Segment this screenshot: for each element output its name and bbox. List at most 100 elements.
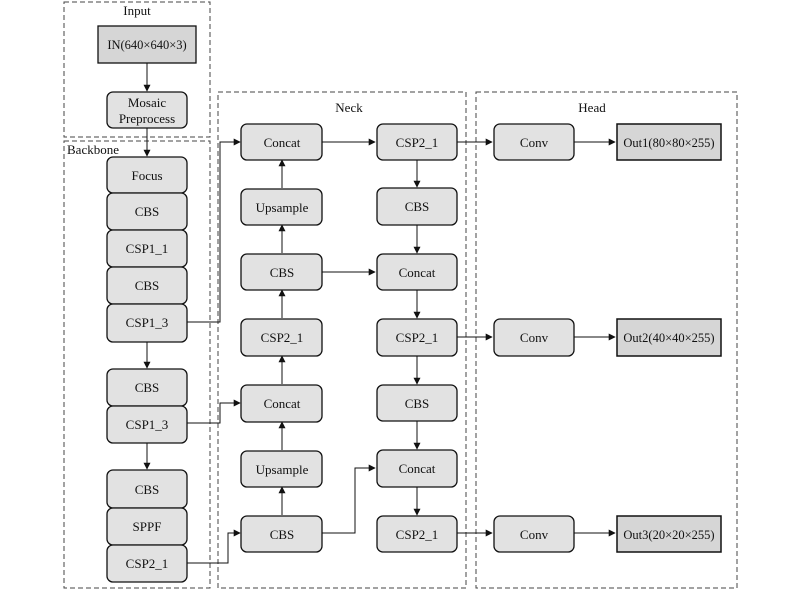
neck-csp2-1-a-box [240, 318, 323, 357]
head-conv-1-label: Conv [520, 135, 549, 150]
neck-upsample-1-label: Upsample [256, 200, 309, 215]
neck-cbs-2-box [240, 515, 323, 553]
input-group: Input [63, 1, 211, 138]
backbone-csp1-3-a-box [106, 303, 188, 343]
node-backbone-sppf: SPPF [106, 507, 188, 546]
node-output-2: Out2(40×40×255) [616, 318, 722, 357]
node-neck-csp2-1-c: CSP2_1 [376, 318, 458, 357]
neck-concat-4-label: Concat [399, 461, 436, 476]
head-conv-2-label: Conv [520, 330, 549, 345]
neck-csp2-1-d-label: CSP2_1 [396, 527, 439, 542]
neck-csp2-1-b-label: CSP2_1 [396, 135, 439, 150]
backbone-csp1-1-label: CSP1_1 [126, 241, 169, 256]
node-focus: Focus [106, 156, 188, 194]
node-neck-csp2-1-a: CSP2_1 [240, 318, 323, 357]
neck-concat-2-label: Concat [264, 396, 301, 411]
neck-cbs-1-label: CBS [270, 265, 295, 280]
backbone-group: Backbone [63, 140, 211, 589]
node-backbone-csp2-1: CSP2_1 [106, 544, 188, 583]
node-neck-cbs-1: CBS [240, 253, 323, 291]
backbone-group-frame [63, 140, 211, 589]
head-group-label: Head [578, 100, 606, 115]
neck-group-frame [217, 91, 467, 589]
backbone-csp2-1-label: CSP2_1 [126, 556, 169, 571]
neck-concat-3-label: Concat [399, 265, 436, 280]
output-3-label: Out3(20×20×255) [623, 528, 714, 542]
node-neck-cbs-4: CBS [376, 384, 458, 422]
neck-concat-3-box [376, 253, 458, 291]
node-neck-cbs-2: CBS [240, 515, 323, 553]
node-neck-csp2-1-d: CSP2_1 [376, 515, 458, 553]
node-head-conv-3: Conv [493, 515, 575, 553]
backbone-csp1-3-b-label: CSP1_3 [126, 417, 169, 432]
node-neck-concat-2: Concat [240, 384, 323, 423]
node-neck-concat-4: Concat [376, 449, 458, 488]
node-neck-cbs-3: CBS [376, 187, 458, 226]
backbone-group-label: Backbone [67, 142, 119, 157]
backbone-csp1-3-a-label: CSP1_3 [126, 315, 169, 330]
arrow-nkcbs2-to-concat4 [322, 464, 376, 534]
backbone-cbs-4-label: CBS [135, 482, 160, 497]
neck-group: Neck [217, 91, 467, 589]
neck-cbs-3-box [376, 187, 458, 226]
connectors [143, 63, 616, 564]
node-neck-upsample-2: Upsample [240, 450, 323, 488]
arrow-csp21-to-nkcbs2 [187, 529, 241, 564]
backbone-cbs-3-label: CBS [135, 380, 160, 395]
backbone-cbs-2-label: CBS [135, 278, 160, 293]
mosaic-label-line1: Mosaic [128, 95, 167, 110]
focus-label: Focus [131, 168, 162, 183]
neck-cbs-2-label: CBS [270, 527, 295, 542]
input-image-label: IN(640×640×3) [107, 38, 186, 52]
node-head-conv-1: Conv [493, 123, 575, 161]
node-neck-concat-1: Concat [240, 123, 323, 161]
input-group-frame [63, 1, 211, 138]
head-conv-1-box [493, 123, 575, 161]
input-image-box [97, 25, 197, 64]
output-1-box [616, 123, 722, 161]
output-3-box [616, 515, 722, 553]
head-conv-3-label: Conv [520, 527, 549, 542]
neck-concat-2-box [240, 384, 323, 423]
node-neck-csp2-1-b: CSP2_1 [376, 123, 458, 161]
nodes: IN(640×640×3) Mosaic Preprocess Focus CB… [97, 25, 722, 583]
node-backbone-cbs-3: CBS [106, 368, 188, 407]
mosaic-label-line2: Preprocess [119, 111, 175, 126]
node-backbone-cbs-4: CBS [106, 469, 188, 509]
neck-cbs-4-box [376, 384, 458, 422]
input-group-label: Input [123, 3, 151, 18]
arrow-csp13b-to-concat2 [187, 399, 241, 424]
neck-cbs-1-box [240, 253, 323, 291]
node-output-1: Out1(80×80×255) [616, 123, 722, 161]
output-2-box [616, 318, 722, 357]
neck-csp2-1-b-box [376, 123, 458, 161]
node-mosaic-preprocess: Mosaic Preprocess [106, 91, 188, 129]
neck-csp2-1-a-label: CSP2_1 [261, 330, 304, 345]
mosaic-box [106, 91, 188, 129]
node-head-conv-2: Conv [493, 318, 575, 357]
neck-upsample-2-label: Upsample [256, 462, 309, 477]
head-group-frame [475, 91, 738, 589]
neck-upsample-1-box [240, 188, 323, 226]
node-backbone-cbs-1: CBS [106, 192, 188, 231]
node-backbone-csp1-3-b: CSP1_3 [106, 405, 188, 444]
backbone-cbs-1-label: CBS [135, 204, 160, 219]
arrow-csp13a-to-concat1 [187, 138, 241, 323]
node-neck-upsample-1: Upsample [240, 188, 323, 226]
backbone-csp2-1-box [106, 544, 188, 583]
output-1-label: Out1(80×80×255) [623, 136, 714, 150]
neck-csp2-1-c-box [376, 318, 458, 357]
neck-cbs-4-label: CBS [405, 396, 430, 411]
neck-concat-1-label: Concat [264, 135, 301, 150]
backbone-csp1-3-b-box [106, 405, 188, 444]
backbone-sppf-label: SPPF [133, 519, 162, 534]
neck-csp2-1-c-label: CSP2_1 [396, 330, 439, 345]
neck-upsample-2-box [240, 450, 323, 488]
node-backbone-cbs-2: CBS [106, 266, 188, 305]
neck-cbs-3-label: CBS [405, 199, 430, 214]
node-neck-concat-3: Concat [376, 253, 458, 291]
neck-concat-1-box [240, 123, 323, 161]
neck-csp2-1-d-box [376, 515, 458, 553]
node-input-image: IN(640×640×3) [97, 25, 197, 64]
